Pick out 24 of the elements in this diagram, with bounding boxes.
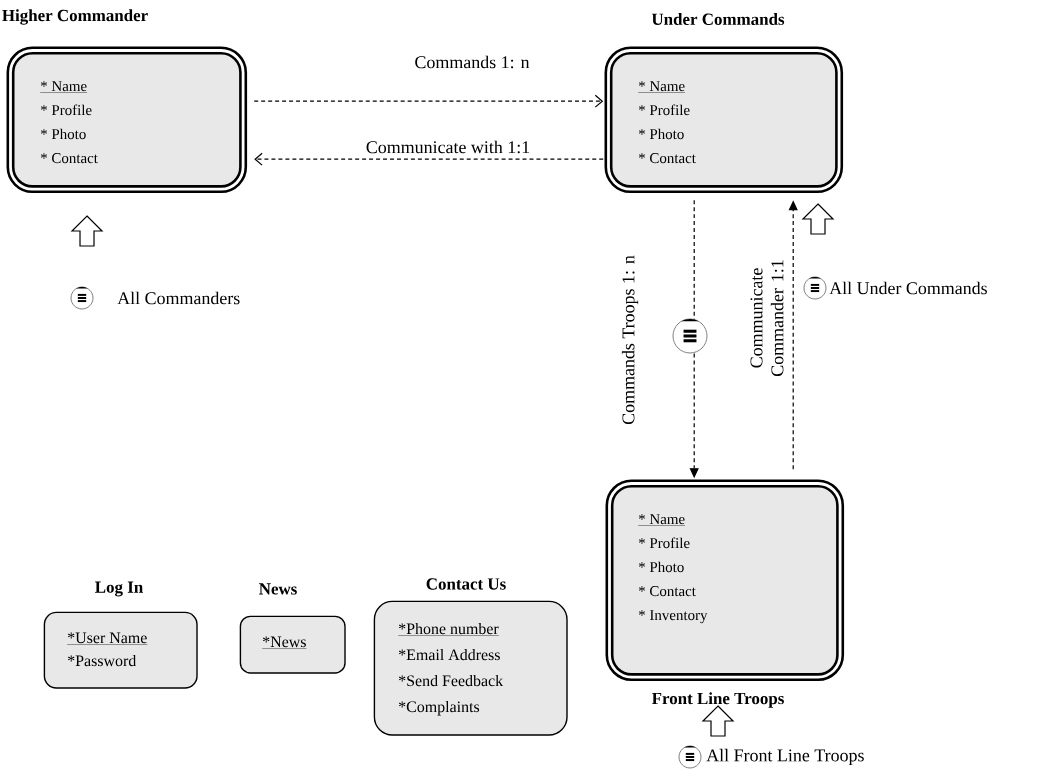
entity-box: News *News	[239, 583, 346, 674]
node-label: Contact Us	[426, 578, 506, 590]
node-label: News	[259, 583, 297, 595]
node-label: * Inventory	[638, 610, 708, 624]
node-label: Log In	[95, 581, 143, 597]
edge-label: Communicate with 1:1	[364, 139, 532, 155]
edge-label: Commands Troops 1: n	[620, 253, 640, 427]
node-label: * Name	[638, 514, 685, 525]
entity-box: Log In *User Name *Password	[43, 581, 198, 689]
node-label: Higher Commander	[2, 9, 148, 25]
list-label: All Front Line Troops	[706, 748, 864, 766]
node-label: * Contact	[638, 586, 696, 597]
entity-box: Higher Commander * Name * Profile * Photo * Contact	[2, 9, 248, 194]
edge-label: Commands 1: n	[412, 54, 532, 70]
node-label: * Photo	[638, 561, 684, 573]
entity-box: Under Commands * Name * Profile * Photo * Contact	[604, 13, 844, 194]
entity-box: * Name * Profile * Photo * Contact * Inventory Front Line Troops	[605, 479, 845, 708]
list-label: All Commanders	[117, 291, 240, 305]
list-label: All Under Commands	[829, 281, 987, 295]
node-label: * Profile	[638, 537, 690, 549]
entity-box: Contact Us *Phone number *Email Address *Send Feedback *Complaints	[373, 578, 568, 736]
edge-label: Communicate Commander 1:1	[749, 249, 785, 387]
node-label: Under Commands	[651, 13, 785, 25]
node-label: Front Line Troops	[651, 692, 784, 708]
